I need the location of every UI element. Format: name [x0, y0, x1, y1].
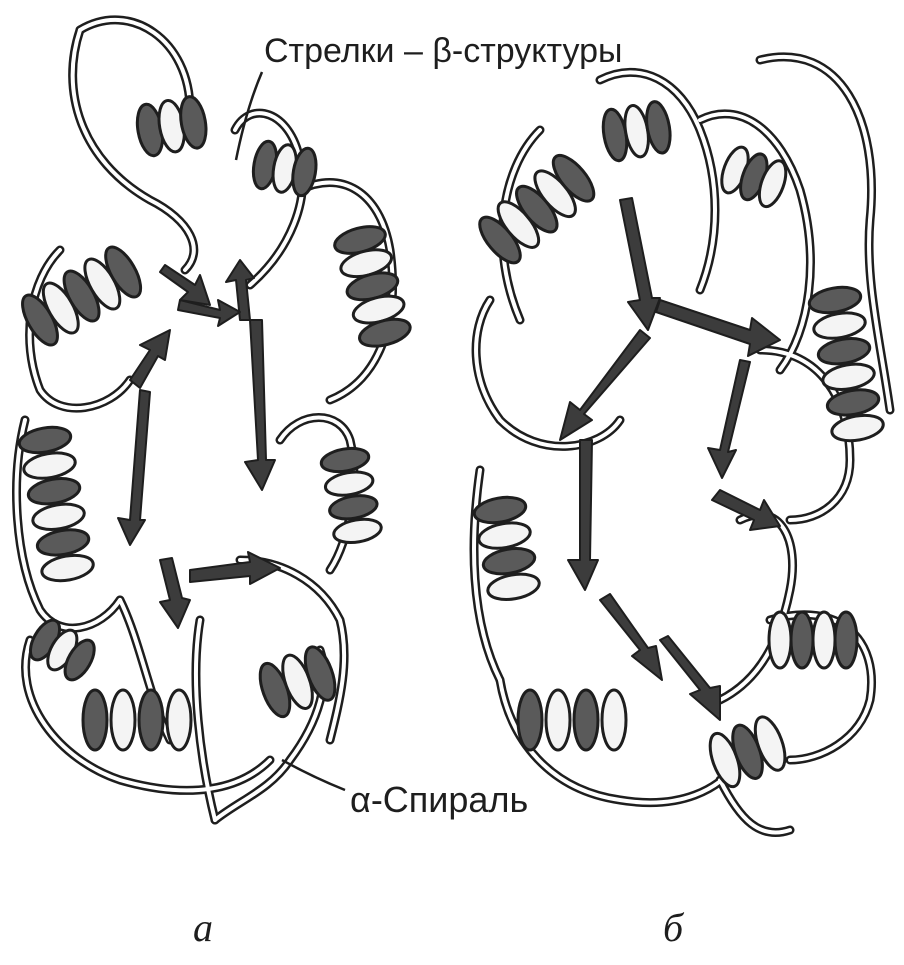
structure-a-beta-strands [118, 260, 280, 628]
structure-b [472, 57, 890, 833]
structure-a [16, 20, 413, 820]
beta-strands-label: Стрелки – β-структуры [264, 34, 622, 68]
caption-a: а [193, 908, 213, 948]
alpha-helix-label: α-Спираль [350, 782, 528, 818]
caption-b: б [663, 908, 683, 948]
structure-b-beta-strands [560, 198, 780, 720]
